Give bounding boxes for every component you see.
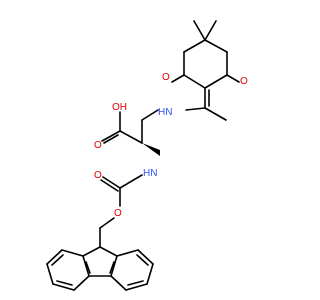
backbone-bond bbox=[141, 109, 159, 121]
carbamate-bond bbox=[119, 174, 143, 189]
atom-label-ketone-top: O bbox=[162, 72, 170, 83]
ester-ch2-bond bbox=[99, 217, 115, 229]
methyl-bond bbox=[193, 20, 206, 41]
carboxyl-co-bond bbox=[103, 134, 119, 144]
carboxyl-co-bond bbox=[101, 130, 121, 142]
methyl-bond bbox=[204, 20, 217, 41]
benzene-bond bbox=[61, 249, 84, 257]
carbon-skeleton bbox=[46, 20, 228, 291]
benzene-bond bbox=[46, 263, 54, 285]
benzene-bond bbox=[137, 249, 154, 265]
ketone-bond-left bbox=[171, 74, 185, 83]
carbamate-co-bond bbox=[102, 176, 121, 189]
ring-bond bbox=[183, 39, 206, 53]
benzene-inner-bond bbox=[51, 254, 64, 266]
atom-label-ester-o: O bbox=[114, 208, 122, 219]
atom-label-carbamate-nh: HN bbox=[143, 168, 157, 179]
atom-label-carbamate-o: O bbox=[94, 170, 102, 181]
ring-bond bbox=[183, 74, 206, 89]
ketone-bond-right bbox=[226, 74, 240, 83]
atom-label-ketone-right: O bbox=[240, 76, 248, 87]
methyl-bond bbox=[204, 107, 227, 121]
fluorene-bond bbox=[82, 246, 101, 257]
benzene-bond bbox=[73, 275, 90, 291]
benzene-bond bbox=[52, 283, 75, 291]
fluorene-bond bbox=[110, 255, 118, 277]
benzene-inner-bond bbox=[109, 261, 115, 274]
benzene-bond bbox=[116, 249, 139, 257]
chemical-structure-diagram: O O HN OH O HN O O bbox=[46, 20, 248, 291]
atom-label-acid-o: O bbox=[94, 140, 102, 151]
benzene-inner-bond bbox=[127, 280, 144, 286]
atom-labels: O O HN OH O HN O O bbox=[94, 72, 248, 219]
benzene-inner-bond bbox=[56, 280, 73, 286]
atom-label-acid-oh: OH bbox=[112, 102, 127, 113]
benzene-bond bbox=[125, 283, 148, 291]
benzene-bond bbox=[146, 263, 154, 285]
ring-bond bbox=[204, 74, 228, 89]
benzene-inner-bond bbox=[85, 261, 91, 274]
carbamate-co-bond bbox=[100, 179, 119, 192]
enamine-bond bbox=[185, 107, 206, 111]
atom-label-amine-nh: HN bbox=[158, 107, 172, 118]
ring-bond bbox=[204, 39, 228, 53]
benzene-bond bbox=[46, 249, 63, 265]
ketone-bonds bbox=[171, 74, 240, 83]
benzene-bond bbox=[110, 275, 127, 291]
fluorene-bond bbox=[82, 255, 90, 277]
wedge-bond bbox=[142, 143, 160, 156]
benzene-inner-bond bbox=[136, 254, 149, 266]
fluorene-bond bbox=[99, 246, 118, 257]
carboxyl-carbon-bond bbox=[119, 130, 143, 144]
